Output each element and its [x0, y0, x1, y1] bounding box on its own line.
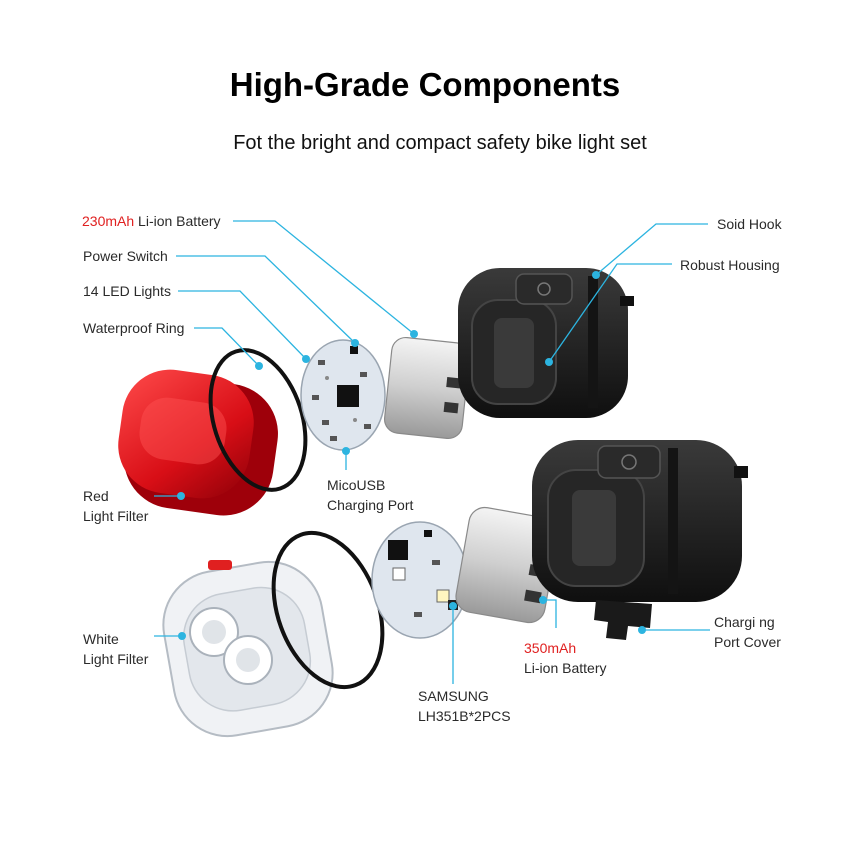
label-battery-230: 230mAh Li-ion Battery [82, 211, 221, 231]
microusb-line2: Charging Port [327, 497, 414, 513]
led-pcb-bottom [371, 521, 469, 639]
label-led-lights: 14 LED Lights [83, 283, 171, 299]
battery-350-capacity: 350mAh [524, 640, 577, 656]
white-light-filter [162, 560, 334, 738]
label-waterproof-ring: Waterproof Ring [83, 320, 185, 336]
page-subtitle: Fot the bright and compact safety bike l… [233, 132, 647, 154]
samsung-line2: LH351B*2PCS [418, 708, 511, 724]
label-power-switch: Power Switch [83, 248, 168, 264]
housing-top [458, 268, 634, 418]
white-filter-line2: Light Filter [83, 651, 149, 667]
label-robust-housing: Robust Housing [680, 257, 780, 273]
battery-230mah [383, 336, 471, 440]
label-red-filter: Red Light Filter [83, 486, 148, 526]
charging-cover-line1: Chargi ng [714, 614, 775, 630]
white-filter-line1: White [83, 631, 119, 647]
microusb-line1: MicoUSB [327, 477, 386, 493]
charging-port-cover [594, 600, 652, 640]
label-microusb: MicoUSB Charging Port [327, 475, 413, 515]
red-filter-line2: Light Filter [83, 508, 149, 524]
charging-cover-line2: Port Cover [714, 634, 781, 650]
label-battery-350: 350mAh Li-ion Battery [524, 638, 606, 678]
led-pcb-top [300, 339, 386, 451]
label-solid-hook: Soid Hook [717, 216, 782, 232]
battery-230-capacity: 230mAh [82, 213, 135, 229]
page-title: High-Grade Components [229, 66, 621, 103]
waterproof-ring-top [208, 348, 308, 492]
label-white-filter: White Light Filter [83, 629, 148, 669]
red-filter-line1: Red [83, 488, 109, 504]
label-charging-cover: Chargi ng Port Cover [714, 612, 781, 652]
samsung-line1: SAMSUNG [418, 688, 489, 704]
housing-bottom [532, 440, 748, 602]
red-light-filter [118, 369, 278, 516]
callout-dots [177, 271, 646, 640]
label-samsung-led: SAMSUNG LH351B*2PCS [418, 686, 511, 726]
battery-350-type: Li-ion Battery [524, 660, 607, 676]
callout-lines [154, 220, 710, 684]
battery-230-type: Li-ion Battery [138, 213, 221, 229]
